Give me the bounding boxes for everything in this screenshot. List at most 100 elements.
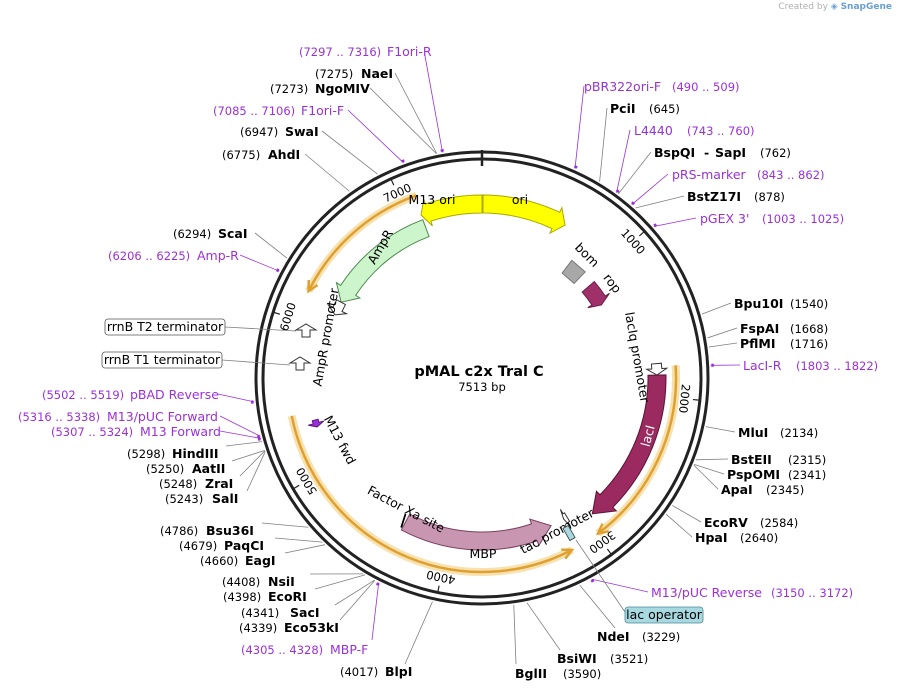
feature-m13ori [420, 194, 483, 227]
enzyme-leader [314, 574, 366, 590]
feature-label-ampr-promoter[interactable]: AmpR promoter [310, 286, 342, 387]
enzyme-paqci[interactable]: (4679) PaqCI [179, 538, 264, 553]
enzyme-fspai[interactable]: FspAI (1668) [740, 321, 828, 336]
box-outline [101, 351, 223, 369]
orf-arrowhead [595, 523, 610, 536]
enzyme-ecorv[interactable]: EcoRV (2584) [704, 515, 798, 530]
enzyme-name: NaeI [361, 66, 393, 81]
primer-binding-mark [401, 159, 405, 163]
enzyme-naei[interactable]: (7275) NaeI [315, 66, 393, 81]
primer-pbad-reverse[interactable]: (5502 .. 5519) pBAD Reverse [42, 387, 219, 402]
enzyme-bpu10i[interactable]: Bpu10I (1540) [734, 296, 828, 311]
enzyme-eagi[interactable]: (4660) EagI [200, 553, 276, 568]
enzyme-bsu36i[interactable]: (4786) Bsu36I [160, 523, 254, 538]
enzyme-hindiii[interactable]: (5298) HindIII [127, 446, 219, 461]
enzyme-ndei[interactable]: NdeI (3229) [597, 629, 680, 644]
box-outline [624, 606, 704, 624]
enzyme-ahdi[interactable]: (6775) AhdI [222, 147, 300, 162]
primer-f1ori-r[interactable]: (7297 .. 7316) F1ori-R [299, 44, 432, 59]
primer-f1ori-f[interactable]: (7085 .. 7106) F1ori-F [213, 103, 344, 118]
feature-label-rop[interactable]: rop [600, 271, 624, 296]
primer-m13-puc-reverse[interactable]: M13/pUC Reverse (3150 .. 3172) [651, 585, 853, 600]
enzyme-bsteii[interactable]: BstEII (2315) [731, 452, 826, 467]
enzyme-pos: (2134) [780, 426, 818, 440]
tick-mark [638, 231, 645, 237]
feature-label-m13-ori[interactable]: M13 ori [409, 192, 456, 207]
feature-label-laci[interactable]: lacI [638, 423, 658, 448]
rrnb-t2-terminator-box[interactable]: rrnB T2 terminator [104, 318, 226, 336]
enzyme-swai[interactable]: (6947) SwaI [240, 124, 319, 139]
primer-pbr322ori-f[interactable]: pBR322ori-F (490 .. 509) [584, 79, 740, 94]
lac-operator-box[interactable]: lac operator [624, 606, 704, 624]
enzyme-blpi[interactable]: (4017) BlpI [340, 664, 412, 679]
enzyme-ecori[interactable]: (4398) EcoRI [223, 589, 307, 604]
feature-label-mbp[interactable]: MBP [470, 546, 497, 561]
enzyme-sep: - [704, 145, 709, 160]
enzyme-name: HpaI [695, 530, 728, 545]
enzyme-bstz17i[interactable]: BstZ17I (878) [687, 189, 785, 204]
enzyme-leader [707, 327, 738, 339]
primer-prs-marker[interactable]: pRS-marker (843 .. 862) [672, 167, 825, 182]
enzyme-pos: (2584) [760, 516, 798, 530]
enzyme-pos: (3590) [563, 667, 601, 681]
primer-l4440[interactable]: L4440 (743 .. 760) [634, 123, 755, 138]
primer-pgex-3[interactable]: pGEX 3' (1003 .. 1025) [700, 211, 844, 226]
enzyme-ngomiv[interactable]: (7273) NgoMIV [270, 81, 370, 96]
enzyme-bsiwi[interactable]: BsiWI (3521) [557, 651, 648, 666]
enzyme-pos: (4786) [160, 524, 198, 538]
enzyme-leader [339, 580, 376, 621]
enzyme-name: NdeI [597, 629, 630, 644]
enzyme-leader [695, 458, 729, 461]
enzyme-bglii[interactable]: BglII (3590) [515, 666, 601, 681]
enzyme-saci[interactable]: (4341) SacI [241, 605, 320, 620]
enzyme-pcii[interactable]: PciI (645) [610, 101, 680, 116]
enzyme-mlui[interactable]: MluI (2134) [738, 425, 818, 440]
terminator-leader [224, 326, 297, 332]
feature-ori [482, 194, 566, 235]
plasmid-name: pMAL c2x Tral C [414, 364, 543, 380]
enzyme-zrai[interactable]: (5248) ZraI [159, 476, 233, 491]
primer-m13-forward[interactable]: (5307 .. 5324) M13 Forward [51, 424, 221, 439]
primer-name: LacI-R [743, 358, 782, 373]
enzyme-eco53ki[interactable]: (4339) Eco53kI [239, 620, 339, 635]
rrnb-t1-terminator-box[interactable]: rrnB T1 terminator [101, 351, 223, 369]
enzyme-sali[interactable]: (5243) SalI [165, 491, 238, 506]
box-label: lac operator [626, 607, 703, 622]
enzyme-name: Bsu36I [206, 523, 254, 538]
enzyme-name: BlpI [385, 664, 412, 679]
feature-label-m13-fwd[interactable]: M13 fwd [321, 413, 359, 467]
primer-amp-r[interactable]: (6206 .. 6225) Amp-R [108, 248, 239, 263]
enzyme-pos: (7275) [315, 67, 353, 81]
enzyme-pflmi[interactable]: PflMI (1716) [740, 336, 828, 351]
enzyme-pos: (5298) [127, 447, 165, 461]
primer-leader [239, 254, 280, 272]
enzyme-hpai[interactable]: HpaI (2640) [695, 530, 778, 545]
lac-operator-mark [562, 524, 576, 542]
enzyme-apai[interactable]: ApaI (2345) [721, 482, 804, 497]
enzyme-scai[interactable]: (6294) ScaI [173, 226, 248, 241]
primer-leader [217, 393, 255, 403]
enzyme-leader [693, 464, 719, 490]
enzyme-bspqi-sapi[interactable]: BspQI - SapI (762) [654, 145, 791, 160]
enzyme-pos: (6775) [222, 148, 260, 162]
primer-name: MBP-F [330, 642, 368, 657]
primer-m13-puc-forward[interactable]: (5316 .. 5338) M13/pUC Forward [18, 409, 218, 424]
enzyme-aatii[interactable]: (5250) AatII [146, 461, 225, 476]
primer-laci-r[interactable]: LacI-R (1803 .. 1822) [743, 358, 878, 373]
feature-ampr [335, 219, 430, 303]
tick-label: 6000 [277, 301, 299, 333]
enzyme-leader [579, 584, 616, 629]
primer-leader [574, 85, 585, 169]
feature-laci [591, 374, 667, 515]
enzyme-name: Bpu10I [734, 296, 783, 311]
enzyme-nsii[interactable]: (4408) NsiI [222, 574, 295, 589]
primer-binding-mark [375, 582, 380, 586]
feature-label-laciq-promoter[interactable]: lacIq promoter [622, 311, 653, 405]
feature-label-ori[interactable]: ori [512, 192, 528, 207]
enzyme-pspomi[interactable]: PspOMI (2341) [727, 467, 826, 482]
enzyme-pos: (2640) [740, 531, 778, 545]
enzyme-name: MluI [738, 425, 768, 440]
primer-mbp-f[interactable]: (4305 .. 4328) MBP-F [241, 642, 368, 657]
enzyme-name: BsiWI [557, 651, 597, 666]
tick-mark [293, 484, 300, 489]
